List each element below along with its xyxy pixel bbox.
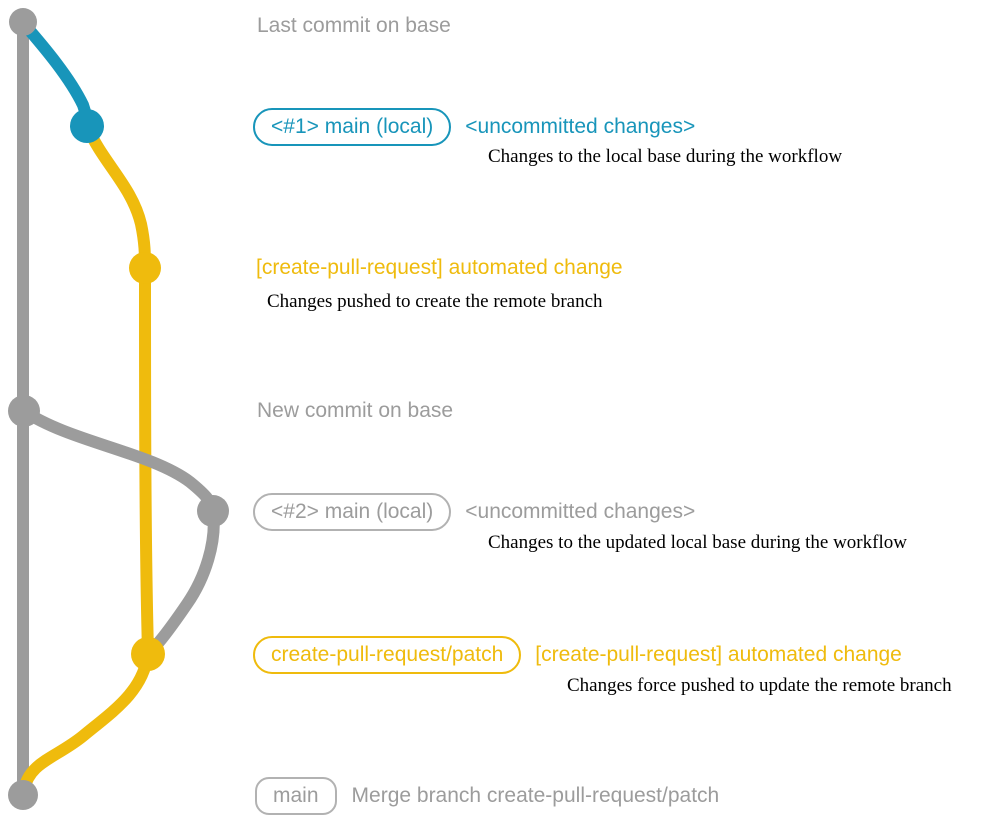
caption-updated-local-base-changes: Changes to the updated local base during… [488,532,907,553]
label-uncommitted-changes-1: <uncommitted changes> [465,115,696,138]
row-local-main-1: <#1> main (local) <uncommitted changes> [253,108,695,146]
remote-merge-edge [18,648,154,796]
branch-badge-create-pull-request-patch: create-pull-request/patch [253,636,522,674]
base-to-local-update-edge [18,405,219,517]
label-last-commit-on-base: Last commit on base [257,14,451,37]
remote-branch-line [139,262,154,658]
branch-badge-main-local-2: <#2> main (local) [253,493,452,531]
caption-force-pushed-remote: Changes force pushed to update the remot… [567,675,952,696]
remote-branch-create-edge [81,120,151,274]
row-merge-commit: main Merge branch create-pull-request/pa… [255,777,719,815]
label-automated-change-2: [create-pull-request] automated change [535,643,902,666]
commit-node-local-2 [197,495,229,527]
caption-local-base-changes: Changes to the local base during the wor… [488,146,843,167]
branch-badge-main-local-1: <#1> main (local) [253,108,452,146]
commit-node-local-1 [70,109,104,143]
local-update-to-remote-edge [145,505,220,657]
label-uncommitted-changes-2: <uncommitted changes> [465,500,696,523]
branch-badge-main: main [255,777,337,815]
commit-node-remote-1 [129,252,161,284]
label-merge-branch: Merge branch create-pull-request/patch [351,784,720,807]
commit-node-merge [8,780,38,810]
commit-node-new-base [8,395,40,427]
label-new-commit-on-base: New commit on base [257,399,454,422]
commit-node-last-base [9,8,37,36]
caption-pushed-create-remote: Changes pushed to create the remote bran… [267,291,603,312]
local-branch-edge-1 [18,18,92,131]
label-automated-change-1: [create-pull-request] automated change [256,256,623,279]
row-remote-patch-branch: create-pull-request/patch [create-pull-r… [253,636,902,674]
commit-node-remote-2 [131,637,165,671]
row-local-main-2: <#2> main (local) <uncommitted changes> [253,493,695,531]
